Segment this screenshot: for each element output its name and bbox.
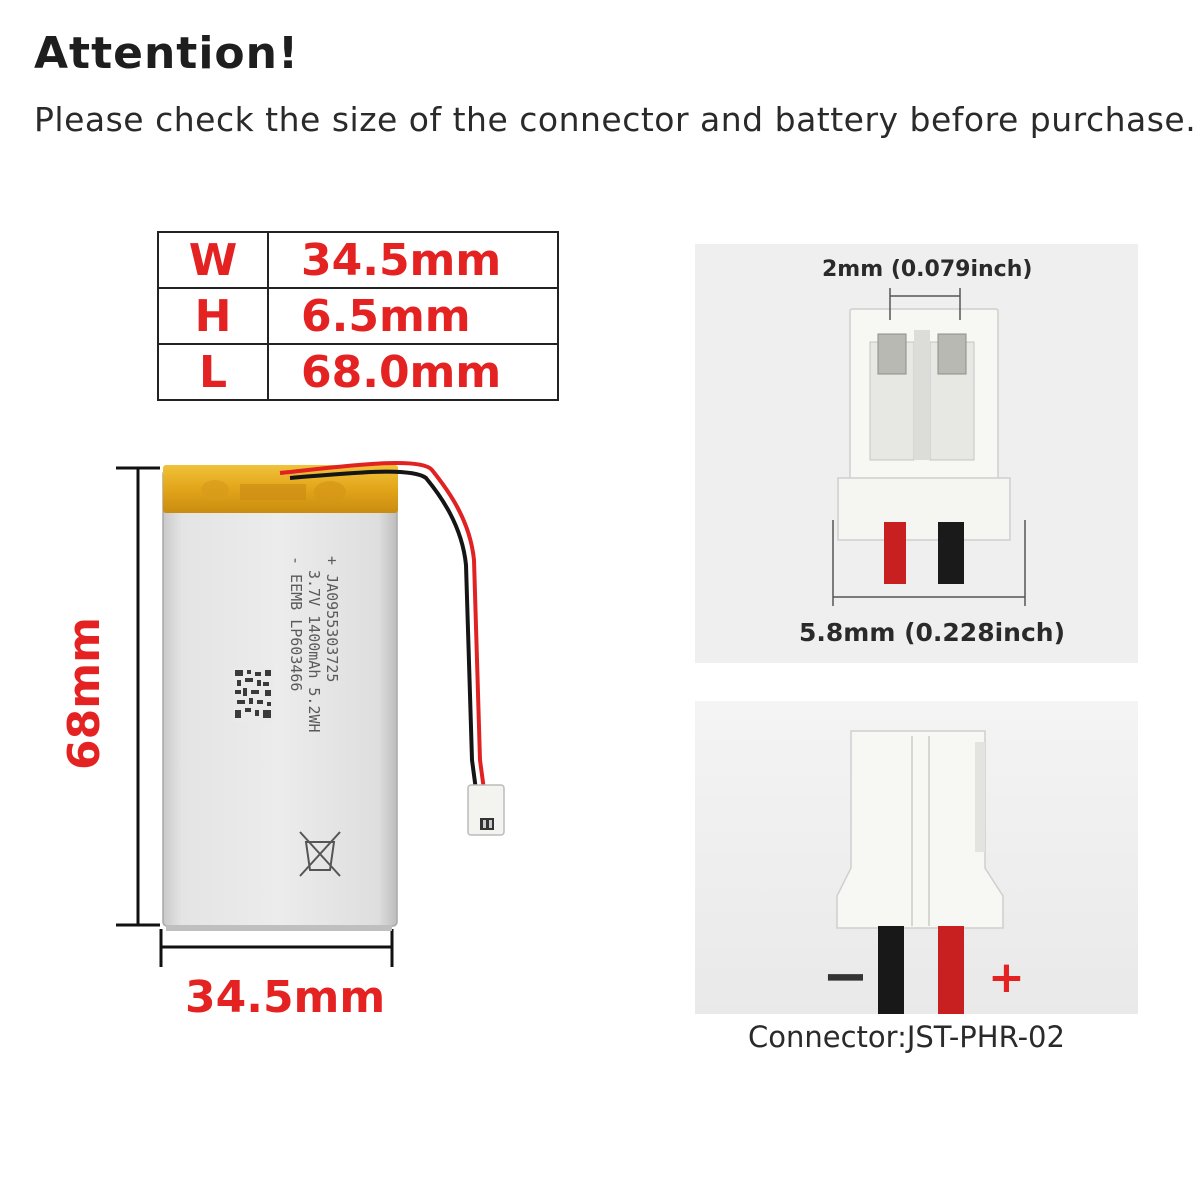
battery-width-label: 34.5mm bbox=[185, 972, 386, 1023]
width-dimension-line bbox=[159, 929, 394, 967]
dimension-key: W bbox=[157, 231, 269, 289]
dimension-value: 6.5mm bbox=[267, 287, 559, 345]
battery-connector bbox=[467, 784, 505, 836]
battery-print-line: 3.7V 1400mAh 5.2WH bbox=[305, 570, 323, 733]
dimension-value: 68.0mm bbox=[267, 343, 559, 401]
dimension-row-width: W 34.5mm bbox=[157, 231, 559, 289]
dimension-key: H bbox=[157, 287, 269, 345]
battery-print-line: + JA0955303725 bbox=[323, 556, 341, 682]
weee-bin-icon bbox=[299, 831, 341, 877]
dimensions-table: W 34.5mm H 6.5mm L 68.0mm bbox=[157, 231, 559, 401]
page-title: Attention! bbox=[34, 28, 300, 79]
connector-width-label: 5.8mm (0.228inch) bbox=[799, 618, 1066, 647]
positive-polarity-sign: + bbox=[988, 952, 1025, 1003]
negative-polarity-sign: − bbox=[822, 944, 869, 1009]
connector-side-view bbox=[836, 730, 1004, 1014]
battery-print: - EEMB LP603466 3.7V 1400mAh 5.2WH + JA0… bbox=[287, 556, 341, 733]
dimension-key: L bbox=[157, 343, 269, 401]
connector-name-label: Connector:JST-PHR-02 bbox=[748, 1020, 1065, 1054]
pitch-dimension-line bbox=[889, 288, 961, 320]
dimension-value: 34.5mm bbox=[267, 231, 559, 289]
page-subtitle: Please check the size of the connector a… bbox=[34, 100, 1197, 139]
dimension-row-length: L 68.0mm bbox=[157, 343, 559, 401]
pitch-label: 2mm (0.079inch) bbox=[822, 257, 1033, 282]
dimension-row-height: H 6.5mm bbox=[157, 287, 559, 345]
battery-print-line: - EEMB LP603466 bbox=[287, 556, 305, 691]
connector-top-view bbox=[837, 308, 1011, 584]
connector-width-dimension-line bbox=[832, 520, 1026, 606]
height-dimension-line bbox=[116, 466, 160, 927]
red-wire bbox=[279, 461, 486, 791]
black-wire bbox=[289, 469, 478, 791]
qr-code bbox=[233, 668, 273, 722]
